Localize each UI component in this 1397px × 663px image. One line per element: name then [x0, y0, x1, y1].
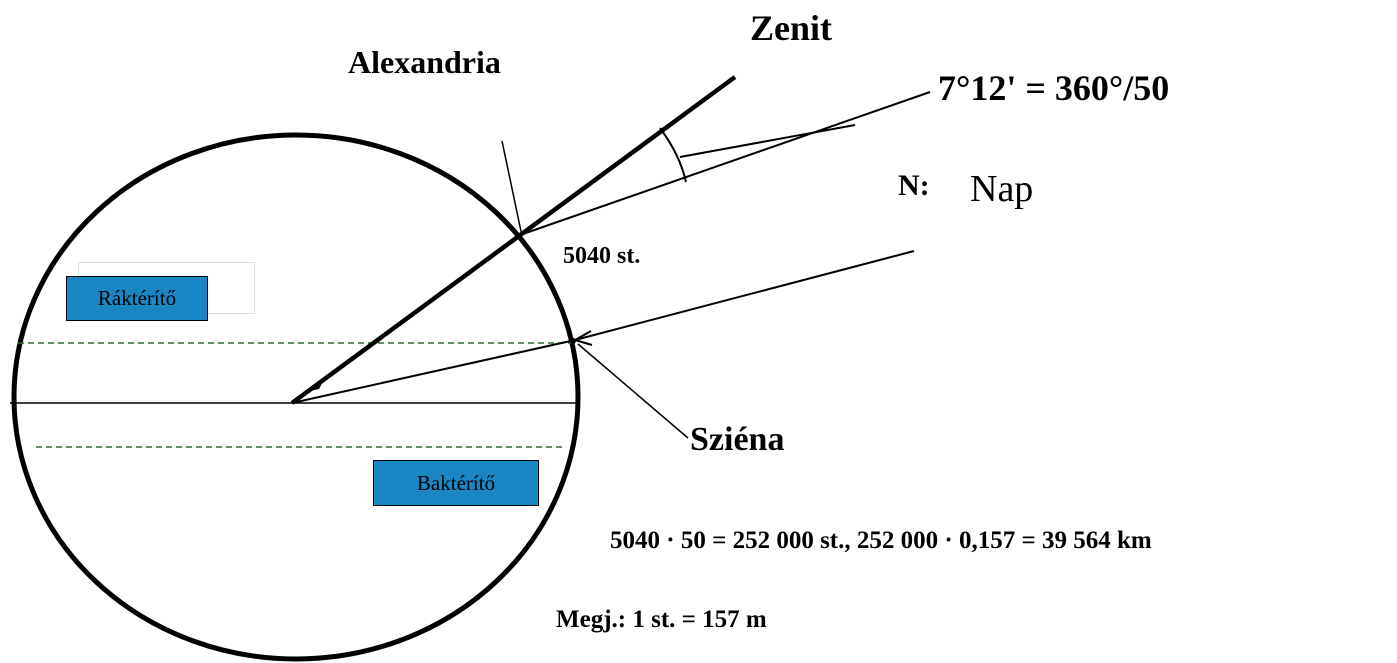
tropic-capricorn-text: Baktérítő [416, 470, 496, 495]
note-text: Megj.: 1 st. = 157 m [556, 606, 767, 633]
syene-radius-line [291, 339, 576, 404]
calculation-text: 5040 · 50 = 252 000 st., 252 000 · 0,157… [610, 527, 1152, 554]
zenith-label: Zenit [750, 8, 833, 48]
zenith-radius-line [290, 75, 737, 405]
syene-point [570, 338, 576, 344]
arc-distance-label: 5040 st. [563, 243, 641, 269]
sun-name: Nap [970, 168, 1034, 210]
earth-circle [11, 132, 581, 662]
center-angle-mark [304, 380, 324, 392]
tropic-capricorn-label: Baktérítő [373, 460, 539, 506]
angle-arc [659, 127, 687, 183]
sun-ray-alexandria [519, 91, 931, 236]
parallel-ray [679, 124, 856, 158]
tangent-line [501, 140, 523, 237]
alexandria-label: Alexandria [348, 44, 501, 80]
sun-ray-syene [574, 250, 915, 341]
siena-label: Sziéna [690, 421, 785, 458]
angle-label: 7°12' = 360°/50 [938, 68, 1170, 108]
sun-letter: N: [898, 169, 930, 202]
syene-arrowhead [574, 330, 593, 346]
tropic-cancer-text: Ráktérítő [97, 286, 177, 310]
tropic-cancer-label: Ráktérítő [66, 276, 208, 321]
syene-pointer-line [577, 343, 689, 439]
